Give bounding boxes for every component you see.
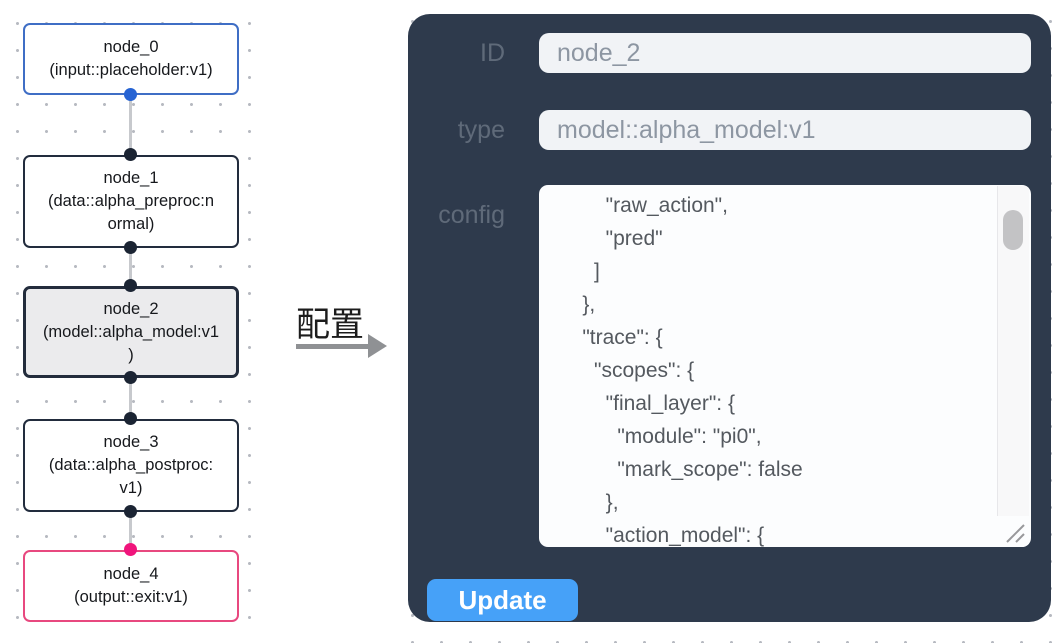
node-node_3[interactable]: node_3 (data::alpha_postproc: v1)	[23, 419, 239, 512]
id-field-label: ID	[480, 39, 505, 67]
node-node_1[interactable]: node_1 (data::alpha_preproc:n ormal)	[23, 155, 239, 248]
node-title: node_0	[103, 38, 159, 56]
port-node3-output[interactable]	[124, 505, 137, 518]
update-button[interactable]: Update	[427, 579, 578, 621]
textarea-resize-handle-icon[interactable]	[998, 516, 1029, 547]
config-scrollbar-track[interactable]	[997, 186, 1029, 516]
port-node2-output[interactable]	[124, 371, 137, 384]
port-node3-input[interactable]	[124, 412, 137, 425]
node-title: node_3	[103, 433, 159, 451]
type-input[interactable]	[539, 110, 1031, 150]
node-subtitle: (model::alpha_model:v1 )	[42, 322, 220, 364]
node-subtitle: (data::alpha_preproc:n ormal)	[47, 192, 215, 233]
type-field-label: type	[457, 116, 505, 144]
edge-node3-node4	[129, 512, 132, 550]
node-config-panel: ID type config "raw_action", "pred" ] },…	[408, 14, 1051, 622]
id-input[interactable]	[539, 33, 1031, 73]
config-scrollbar-thumb[interactable]	[1003, 210, 1023, 250]
node-node_4[interactable]: node_4 (output::exit:v1)	[23, 550, 239, 622]
edge-node1-node2	[129, 248, 132, 286]
node-subtitle: (output::exit:v1)	[74, 588, 188, 606]
edge-node0-node1	[129, 95, 132, 155]
node-title: node_4	[103, 565, 159, 583]
port-node4-input[interactable]	[124, 543, 137, 556]
config-json-text: "raw_action", "pred" ] }, "trace": { "sc…	[582, 194, 803, 547]
node-title: node_2	[103, 299, 159, 318]
node-node_0[interactable]: node_0 (input::placeholder:v1)	[23, 23, 239, 95]
node-title: node_1	[103, 169, 159, 187]
right-arrow-icon	[368, 334, 387, 358]
config-textarea[interactable]: "raw_action", "pred" ] }, "trace": { "sc…	[539, 185, 1031, 547]
port-node2-input[interactable]	[124, 279, 137, 292]
right-arrow-shaft	[296, 344, 370, 349]
node-node_2-selected[interactable]: node_2 (model::alpha_model:v1 )	[23, 286, 239, 378]
node-subtitle: (input::placeholder:v1)	[49, 61, 213, 79]
configure-annotation: 配置	[296, 306, 364, 344]
edge-node2-node3	[129, 378, 132, 419]
config-field-label: config	[438, 201, 505, 229]
port-node1-output[interactable]	[124, 241, 137, 254]
port-node1-input[interactable]	[124, 148, 137, 161]
node-subtitle: (data::alpha_postproc: v1)	[48, 456, 214, 497]
port-node0-output[interactable]	[124, 88, 137, 101]
